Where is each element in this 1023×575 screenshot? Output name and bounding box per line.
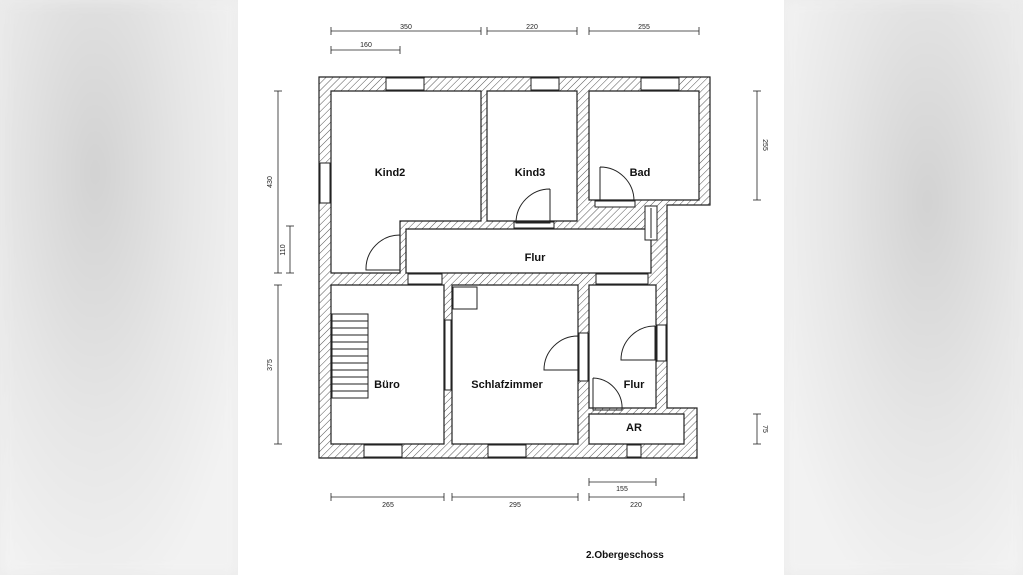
dim-top-255: 255 [638,24,650,31]
dim-bottom-155: 155 [616,486,628,493]
window [530,77,560,91]
dim-top-160: 160 [360,42,372,49]
room-flur-upper: Flur [525,252,546,264]
windows [319,77,680,458]
room-flur-lower: Flur [624,379,645,391]
room-schlafzimmer: Schlafzimmer [471,379,543,391]
staircase [331,313,369,399]
window [363,444,403,458]
background-left [0,0,238,575]
dim-top-220: 220 [526,24,538,31]
room-bad: Bad [630,167,651,179]
dimension-lines [274,27,761,501]
dim-left-430: 430 [267,176,274,188]
door-swings [365,166,656,411]
dim-bottom-265: 265 [382,502,394,509]
window [487,444,527,458]
room-ar: AR [626,422,642,434]
dim-top-350: 350 [400,24,412,31]
room-kind2: Kind2 [375,167,406,179]
dim-bottom-220: 220 [630,502,642,509]
background-right [784,0,1023,575]
window [640,77,680,91]
dimension-labels: 350 220 255 160 430 110 375 255 75 155 2… [267,24,768,509]
window [626,444,642,458]
room-kind3: Kind3 [515,167,546,179]
dim-bottom-295: 295 [509,502,521,509]
walls [318,76,711,459]
chimney-shaft [452,286,478,310]
dim-left-375: 375 [267,359,274,371]
window [319,162,331,204]
dim-right-255: 255 [761,139,768,151]
dim-right-75: 75 [761,425,768,433]
plan-title: 2.Obergeschoss [586,550,664,561]
room-labels: Kind2 Kind3 Bad Flur Büro Schlafzimmer F… [374,167,650,434]
dim-left-110: 110 [280,244,287,255]
room-buero: Büro [374,379,400,391]
window [385,77,425,91]
door-openings [407,200,667,391]
